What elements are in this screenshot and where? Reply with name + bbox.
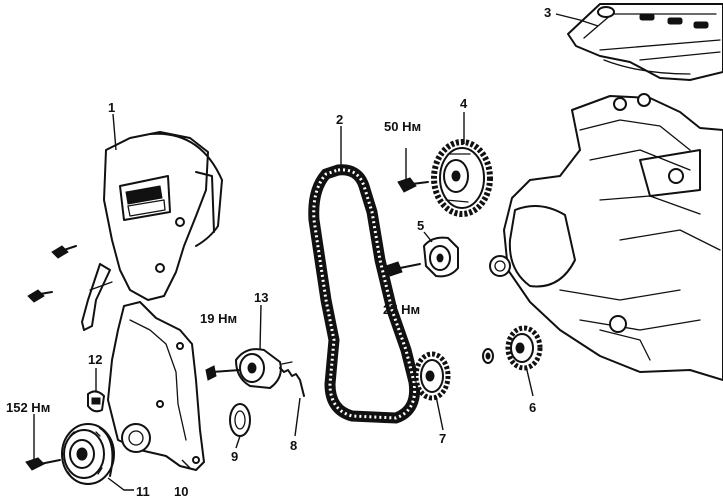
label-part-4: 4 — [460, 96, 468, 111]
torque-tensioner-bolt: 19 Нм — [200, 311, 237, 326]
crankshaft-timing-pulley — [413, 351, 451, 401]
torque-camshaft-bolt: 50 Нм — [384, 119, 421, 134]
leader-lines — [95, 13, 599, 491]
label-part-1: 1 — [108, 100, 115, 115]
label-part-13: 13 — [254, 290, 268, 305]
timing-belt-backing-plate — [107, 301, 205, 471]
cylinder-head-cover — [567, 3, 723, 81]
engine-block — [489, 93, 723, 381]
idler-pulley — [423, 236, 459, 278]
torque-labels: 50 Нм 27 Нм 19 Нм 152 Нм — [6, 119, 421, 415]
crankshaft-bolt — [25, 414, 61, 471]
label-part-2: 2 — [336, 112, 343, 127]
tension-spring — [279, 361, 305, 397]
crankshaft-pulley — [61, 423, 115, 485]
spacer-washer — [229, 403, 251, 437]
torque-crankshaft-bolt: 152 Нм — [6, 400, 50, 415]
label-part-5: 5 — [417, 218, 424, 233]
label-part-11: 11 — [136, 484, 150, 499]
camshaft-pulley — [431, 139, 493, 217]
camshaft-bolt — [397, 148, 429, 193]
label-part-3: 3 — [544, 5, 551, 20]
upper-timing-cover — [103, 131, 223, 301]
idler-bolt — [385, 261, 421, 277]
label-part-12: 12 — [88, 352, 102, 367]
torque-idler-bolt: 27 Нм — [383, 302, 420, 317]
part-labels: 1 2 3 4 5 6 7 8 9 10 11 12 13 — [88, 5, 551, 499]
woodruff-key — [482, 348, 494, 364]
label-part-9: 9 — [231, 449, 238, 464]
label-part-8: 8 — [290, 438, 297, 453]
label-part-7: 7 — [439, 431, 446, 446]
timing-belt — [308, 164, 421, 424]
label-part-6: 6 — [529, 400, 536, 415]
bolts-group — [27, 245, 77, 303]
label-part-10: 10 — [174, 484, 188, 499]
tensioner-pulley — [205, 348, 282, 389]
bracket — [81, 263, 113, 331]
idler-plug — [87, 390, 105, 413]
oil-pump-pulley — [505, 325, 543, 371]
